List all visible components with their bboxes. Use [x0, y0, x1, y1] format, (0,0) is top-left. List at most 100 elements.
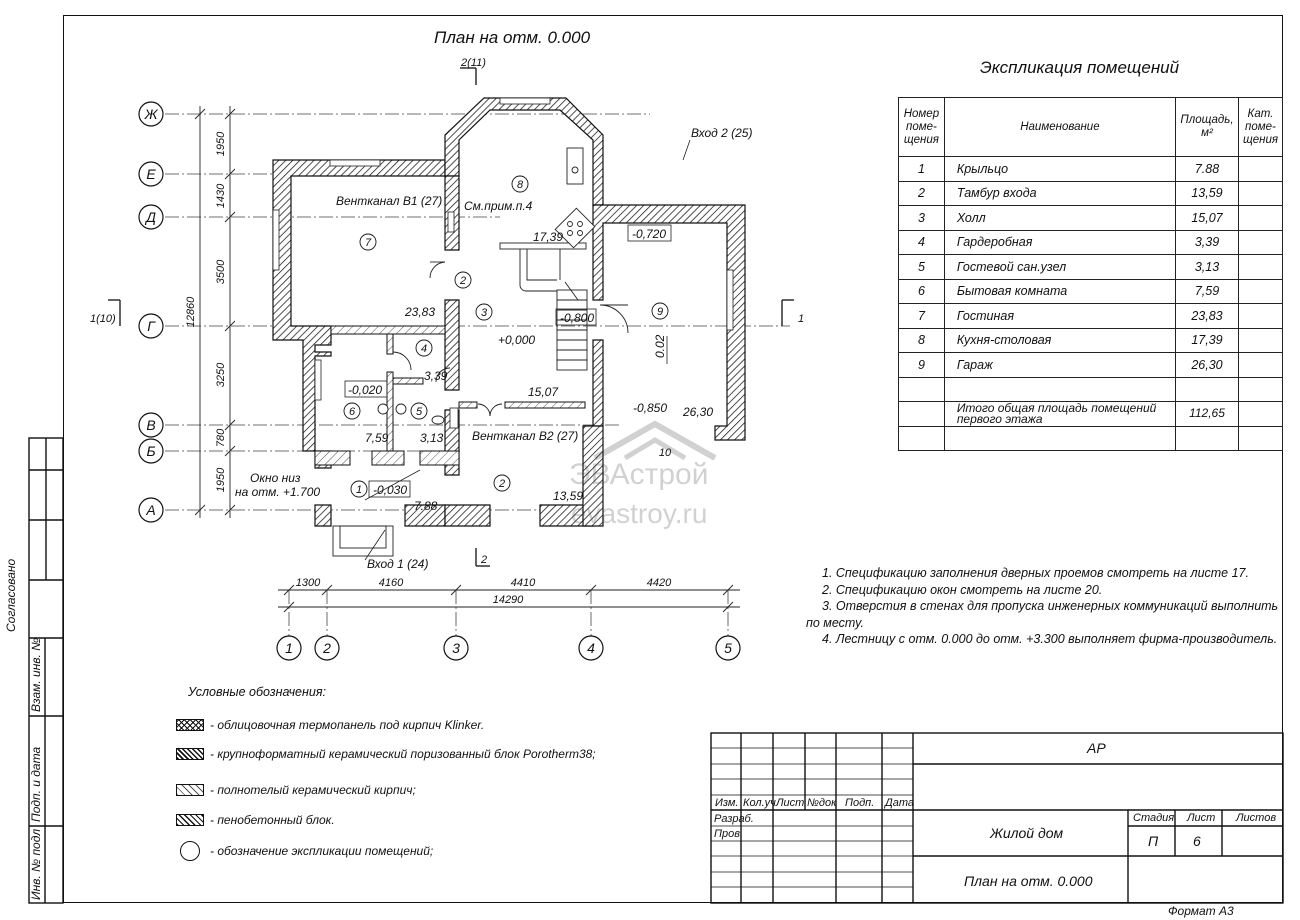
- room-number-8: 8: [517, 179, 524, 191]
- explication-header-row: Номер поме-щения Наименование Площадь, м…: [898, 97, 1284, 157]
- room-areas: 7.88 13,59 15,07 3,39 3,13 7,59 23,83 17…: [365, 230, 713, 513]
- dim-v-6: 1950: [215, 467, 227, 492]
- room-number-cell: 5: [898, 254, 945, 280]
- table-row-empty: [898, 376, 1284, 402]
- level-frames: [344, 224, 672, 498]
- entrance2-label: Вход 2 (25): [691, 126, 752, 140]
- room-area-cell: 3,13: [1175, 254, 1239, 280]
- room-number-10: 10: [659, 447, 672, 459]
- general-notes: 1. Спецификацию заполнения дверных проем…: [806, 565, 1281, 648]
- legend-text: - полнотелый керамический кирпич;: [210, 783, 416, 797]
- axis-label-2: 2: [322, 640, 331, 656]
- axis-label-b: Б: [146, 443, 155, 459]
- room-area-3: 15,07: [528, 385, 559, 399]
- room-area-cell: 7.88: [1175, 156, 1239, 182]
- room-name-cell: Кухня-столовая: [943, 327, 1177, 353]
- legend-item: - полнотелый керамический кирпич;: [176, 781, 416, 799]
- room-area-4: 3,39: [424, 369, 448, 383]
- foam-swatch-icon: [176, 814, 204, 826]
- total-label-cell: [943, 425, 1177, 451]
- level-room-3: +0,000: [498, 333, 535, 347]
- legend-item: - облицовочная термопанель под кирпич Kl…: [176, 716, 484, 734]
- section-left-label: 1(10): [90, 313, 116, 325]
- entrance1-leader: [364, 529, 386, 561]
- column-axis-bubbles: [276, 635, 741, 661]
- tb-sheet-value: 6: [1193, 833, 1201, 849]
- table-row-empty: [898, 425, 1284, 451]
- axis-label-d: Д: [144, 209, 156, 225]
- entrance1-label: Вход 1 (24): [367, 557, 428, 571]
- note-item: 3. Отверстия в стенах для пропуска инжен…: [806, 599, 1279, 630]
- total-value-cell: 112,65: [1175, 401, 1239, 427]
- legend-title: Условные обозначения:: [188, 685, 326, 699]
- axis-label-4: 4: [587, 640, 595, 656]
- room-number-cell: 2: [898, 180, 945, 206]
- room-number-9: 9: [657, 306, 663, 318]
- horizontal-dimension-labels: 1300 4160 4410 4420 14290: [296, 577, 672, 606]
- dimension-chain-vertical: [194, 106, 236, 518]
- table-row-total: Итого общая площадь помещений первого эт…: [898, 401, 1284, 427]
- level-room-6: -0,020: [348, 383, 382, 397]
- room-numbers: 1 2 3 4 5 6 7 8 9 10 2: [349, 179, 672, 496]
- bathroom-fixtures: [377, 403, 445, 425]
- axis-label-zh: Ж: [144, 106, 159, 122]
- see-note-label: См.прим.п.4: [464, 199, 533, 213]
- vent-b1-label: Вентканал В1 (27): [336, 194, 442, 208]
- tb-sheet-name: План на отм. 0.000: [964, 873, 1093, 889]
- dim-v-total: 12860: [185, 296, 197, 327]
- header-cat: Кат. поме-щения: [1237, 97, 1284, 157]
- legend-text: - пенобетонный блок.: [210, 813, 335, 827]
- note-item: 1. Спецификацию заполнения дверных проем…: [822, 566, 1249, 580]
- porch: [332, 525, 394, 557]
- tb-stage-label: Стадия: [1133, 812, 1175, 824]
- room-number-cell: 8: [898, 327, 945, 353]
- window-leader: [364, 469, 421, 501]
- legend-text: - обозначение экспликации помещений;: [210, 844, 434, 858]
- room-number-cell: 7: [898, 303, 945, 329]
- section-right-label: 1: [798, 313, 804, 325]
- room-number-2-door: 2: [459, 275, 466, 287]
- room-area-cell: 13,59: [1175, 180, 1239, 206]
- dim-v-2: 1430: [215, 183, 227, 208]
- section-top-label: 2(11): [460, 57, 486, 69]
- tb-header-ndoc: №док: [807, 797, 837, 809]
- circle-swatch-icon: [180, 841, 200, 861]
- door-swings: [392, 261, 629, 417]
- explication-table: Номер поме-щения Наименование Площадь, м…: [898, 97, 1284, 451]
- tb-sheets-label: Листов: [1236, 812, 1277, 824]
- legend-item: - обозначение экспликации помещений;: [176, 841, 434, 861]
- room-area-6: 7,59: [365, 431, 389, 445]
- dim-v-3: 3500: [215, 259, 227, 284]
- legend-text: - облицовочная термопанель под кирпич Kl…: [210, 718, 485, 732]
- poro-swatch-icon: [176, 748, 204, 760]
- section-marks: [108, 67, 794, 567]
- dim-v-4: 3250: [215, 362, 227, 387]
- level-room-1: -0,030: [373, 483, 407, 497]
- room-area-2: 13,59: [553, 489, 583, 503]
- tb-sheet-label: Лист: [1187, 812, 1216, 824]
- room-area-cell: 17,39: [1175, 327, 1239, 353]
- room-number-1: 1: [356, 484, 362, 496]
- slope-label: 0.02: [653, 334, 667, 358]
- room-area-5: 3,13: [420, 431, 444, 445]
- room-number-7: 7: [365, 237, 372, 249]
- room-area-9: 26,30: [682, 405, 713, 419]
- axis-label-a: А: [145, 502, 155, 518]
- room-number-4: 4: [421, 343, 427, 355]
- dim-h-4: 4420: [647, 577, 672, 589]
- room-name-cell: Гараж: [943, 352, 1177, 378]
- room-area-8: 17,39: [533, 230, 563, 244]
- tb-object: Жилой дом: [990, 825, 1064, 841]
- dim-h-2: 4160: [379, 577, 404, 589]
- level-room-9: -0,720: [632, 227, 666, 241]
- legend-item: - пенобетонный блок.: [176, 811, 335, 829]
- legend-text: - крупноформатный керамический поризован…: [210, 747, 596, 761]
- level-stair: -0,800: [560, 311, 594, 325]
- note-item: 4. Лестницу с отм. 0.000 до отм. +3.300 …: [822, 632, 1278, 646]
